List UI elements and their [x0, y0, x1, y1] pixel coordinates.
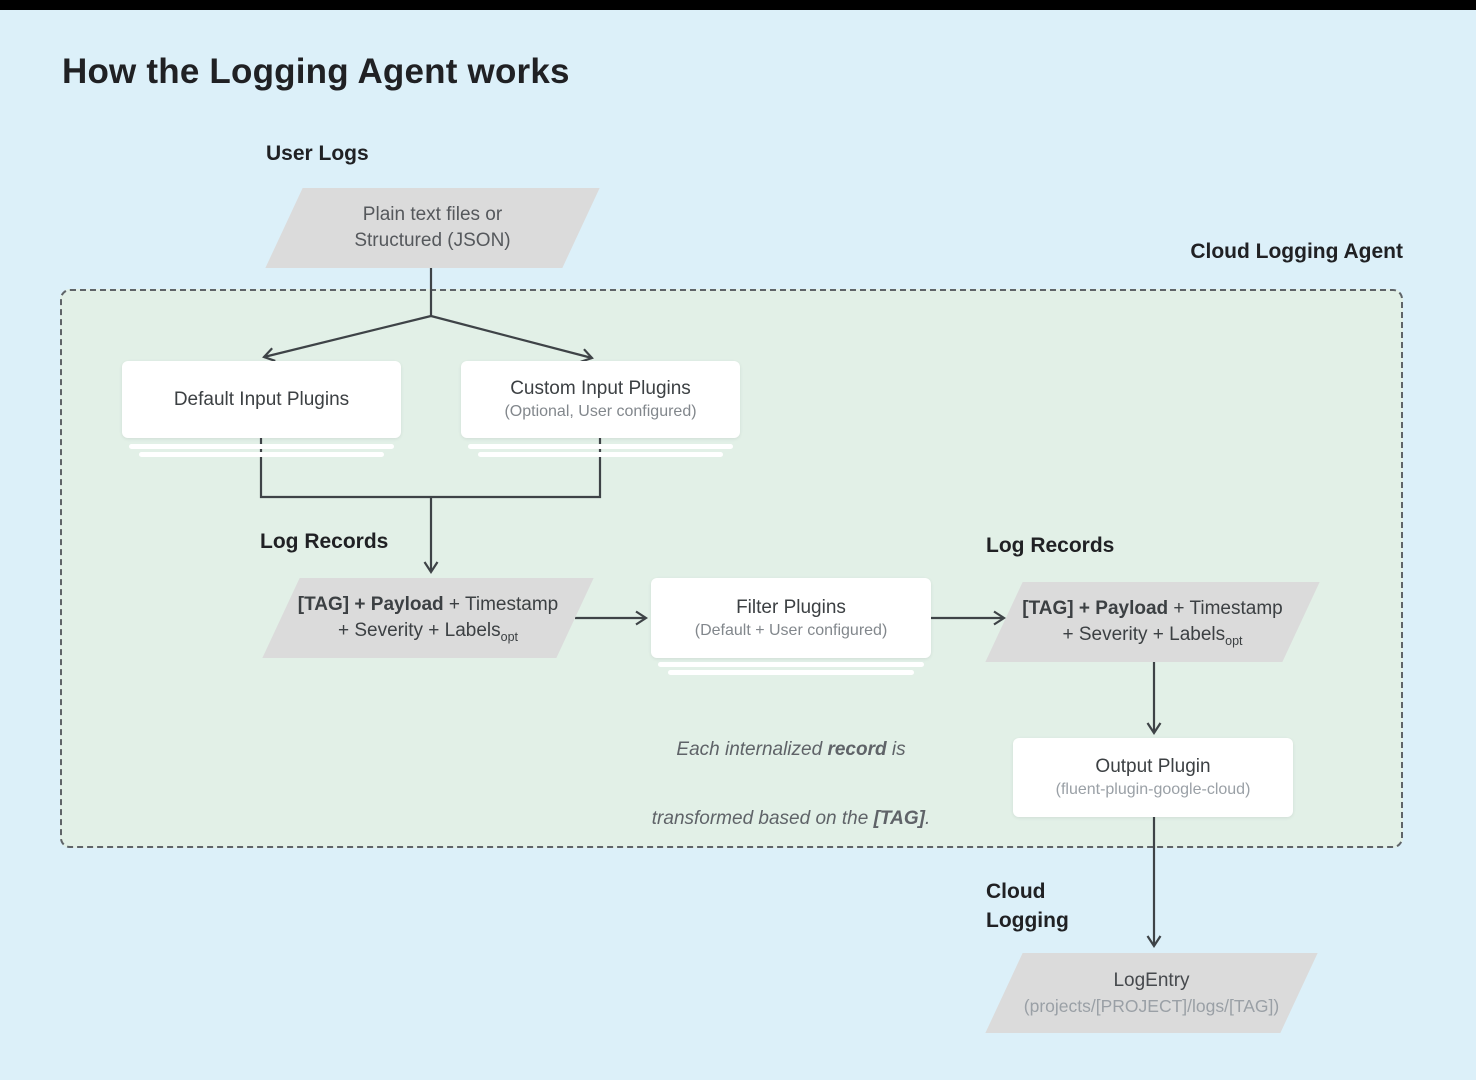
- log-records-left-shape: [TAG] + Payload + Timestamp + Severity +…: [262, 578, 594, 658]
- page-stack-bar: [129, 444, 394, 449]
- output-plugin-subtitle: (fluent-plugin-google-cloud): [1055, 781, 1251, 798]
- custom-input-plugins-subtitle: (Optional, User configured): [504, 403, 697, 420]
- page-stack-bar: [139, 452, 384, 457]
- log-record-line1: [TAG] + Payload + Timestamp: [297, 594, 559, 615]
- custom-input-plugins-title: Custom Input Plugins: [510, 378, 691, 399]
- page-stack-bar: [668, 670, 914, 675]
- output-plugin-title: Output Plugin: [1095, 756, 1211, 777]
- label-cloud-logging-agent: Cloud Logging Agent: [1190, 240, 1403, 263]
- label-cloud-logging: Cloud Logging: [986, 880, 1069, 932]
- filter-plugins-node: Filter Plugins (Default + User configure…: [651, 578, 931, 658]
- log-record-line2: + Severity + Labelsopt: [1062, 624, 1243, 648]
- default-input-plugins-title: Default Input Plugins: [173, 388, 350, 410]
- top-black-bar: [0, 0, 1476, 10]
- log-records-right-shape: [TAG] + Payload + Timestamp + Severity +…: [985, 582, 1320, 662]
- default-input-plugins-node: Default Input Plugins: [122, 361, 401, 438]
- filter-note: Each internalized record is transformed …: [616, 692, 966, 876]
- label-log-records-left: Log Records: [260, 530, 389, 553]
- user-logs-line2: Structured (JSON): [354, 230, 511, 251]
- log-entry-subtitle: (projects/[PROJECT]/logs/[TAG]): [1023, 995, 1280, 1016]
- output-plugin-node: Output Plugin (fluent-plugin-google-clou…: [1013, 738, 1293, 817]
- log-entry-title: LogEntry: [1113, 969, 1190, 991]
- log-record-line2: + Severity + Labelsopt: [337, 620, 519, 644]
- custom-input-plugins-node: Custom Input Plugins (Optional, User con…: [461, 361, 740, 438]
- filter-note-line1: Each internalized record is: [676, 739, 906, 760]
- filter-plugins-title: Filter Plugins: [736, 596, 846, 618]
- label-user-logs: User Logs: [266, 142, 369, 165]
- user-logs-shape: Plain text files or Structured (JSON): [265, 188, 600, 268]
- filter-plugins-subtitle: (Default + User configured): [694, 621, 888, 639]
- label-log-records-right: Log Records: [986, 534, 1115, 557]
- page-stack-bar: [478, 452, 723, 457]
- page-stack-bar: [468, 444, 733, 449]
- page-stack-bar: [658, 662, 924, 667]
- filter-note-line2: transformed based on the [TAG].: [651, 808, 931, 829]
- log-entry-shape: LogEntry (projects/[PROJECT]/logs/[TAG]): [985, 953, 1318, 1033]
- page-title: How the Logging Agent works: [62, 52, 570, 91]
- log-record-line1: [TAG] + Payload + Timestamp: [1022, 598, 1283, 619]
- user-logs-line1: Plain text files or: [362, 204, 503, 225]
